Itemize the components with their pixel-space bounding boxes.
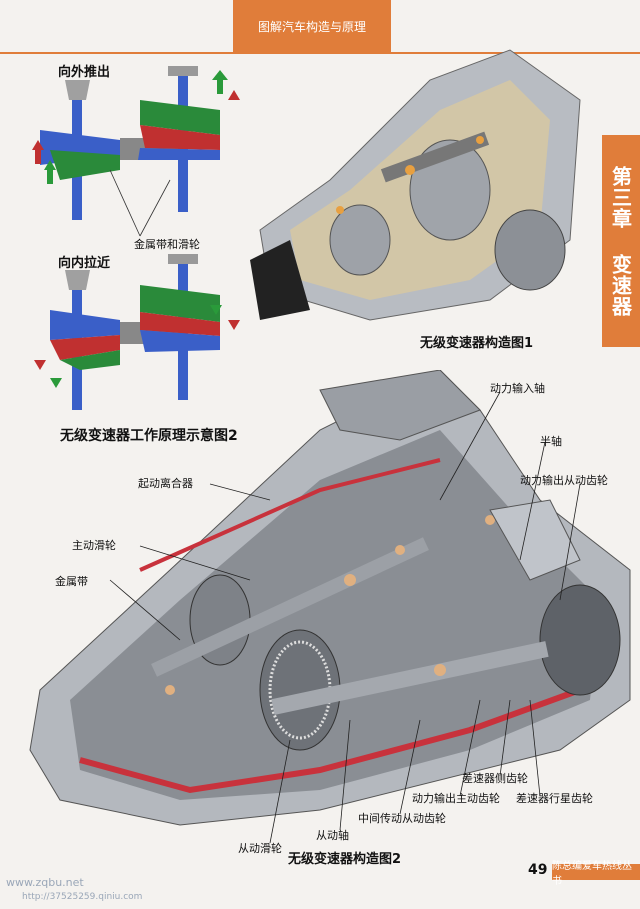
pulley-pair-push-out — [32, 66, 240, 237]
figure2-caption: 无级变速器构造图2 — [288, 852, 402, 867]
label-drive-pulley: 主动滑轮 — [72, 539, 116, 552]
figure1-caption: 无级变速器构造图1 — [420, 336, 534, 351]
cvt-cutaway-illustration-1 — [250, 49, 581, 321]
label-start-clutch: 起动离合器 — [138, 477, 193, 490]
label-push-out: 向外推出 — [58, 65, 111, 80]
label-diff-side-gear: 差速器侧齿轮 — [462, 772, 528, 785]
cvt-principle-diagram — [32, 66, 240, 410]
chapter-tab: 第三章 变速器 — [602, 135, 640, 347]
label-belt-pulley: 金属带和滑轮 — [134, 238, 200, 251]
label-diff-planet-gear: 差速器行星齿轮 — [516, 792, 593, 805]
header-divider — [0, 52, 640, 54]
page-number: 49 — [528, 862, 548, 878]
label-input-shaft: 动力输入轴 — [490, 382, 545, 395]
label-driven-pulley: 从动滑轮 — [238, 842, 282, 855]
watermark-url: http://37525259.qiniu.com — [22, 892, 143, 902]
watermark: www.zqbu.net — [6, 876, 84, 889]
page-header-title: 图解汽车构造与原理 — [233, 0, 391, 52]
pulley-pair-pull-in — [34, 254, 240, 410]
principle-diagram-caption: 无级变速器工作原理示意图2 — [60, 428, 238, 444]
cvt-cutaway-illustration-2 — [29, 370, 631, 826]
label-output-drive-gear: 动力输出主动齿轮 — [412, 792, 500, 805]
label-intermediate-driven-gear: 中间传动从动齿轮 — [358, 812, 446, 825]
label-pull-in: 向内拉近 — [58, 256, 111, 271]
label-driven-shaft: 从动轴 — [316, 829, 349, 842]
label-output-driven-gear: 动力输出从动齿轮 — [520, 474, 608, 487]
label-metal-belt: 金属带 — [55, 575, 88, 588]
label-half-shaft: 半轴 — [540, 435, 562, 448]
series-title: 陈总编爱车热线丛书 — [552, 861, 640, 887]
